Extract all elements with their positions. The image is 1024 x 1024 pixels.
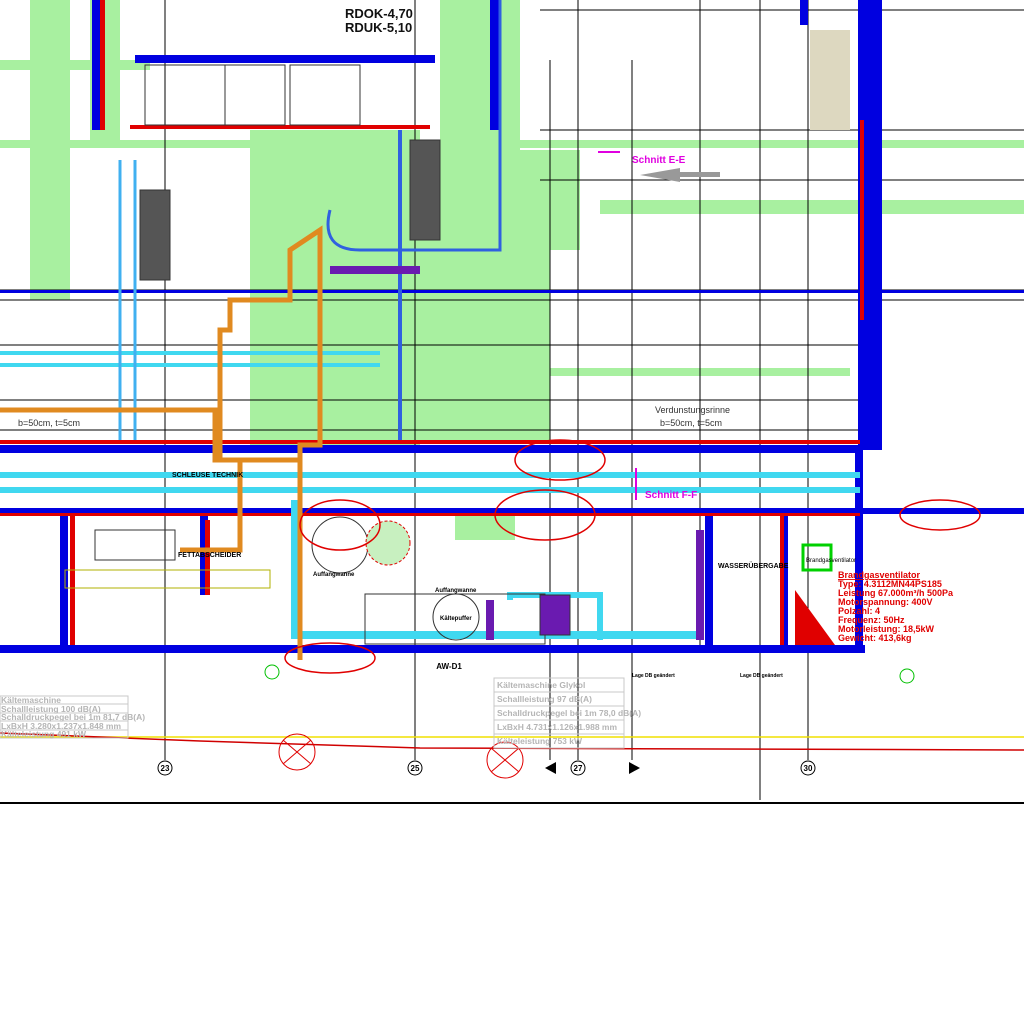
gutter-title: Verdunstungsrinne bbox=[655, 405, 730, 415]
fan-spec-line: Type: 4.3112MN44PS185 bbox=[838, 579, 942, 589]
red-boundary bbox=[0, 732, 1024, 751]
axis-bubble-30 bbox=[800, 760, 816, 776]
chiller-left-row: Schalldruckpegel bei 1m 81,7 dB(A) bbox=[1, 712, 145, 722]
note-lage2: Lage DB geändert bbox=[740, 673, 783, 679]
gutter-dims-left: b=50cm, t=5cm bbox=[18, 418, 80, 428]
pipe bbox=[0, 225, 323, 660]
gutter-dims: b=50cm, t=5cm bbox=[660, 418, 722, 428]
level-marker bbox=[899, 668, 915, 684]
walls bbox=[0, 0, 1024, 653]
chiller-table-center: Kältemaschine Glykol Schallleistung 97 d… bbox=[493, 677, 641, 749]
revision-clouds bbox=[284, 439, 981, 674]
room-fettabscheider: FETTABSCHEIDER bbox=[178, 552, 241, 559]
fan-spec-line: Leistung 67.000m³/h 500Pa bbox=[838, 588, 954, 598]
axis-bubble-25 bbox=[407, 760, 423, 776]
room-auffang1: Auffangwanne bbox=[313, 572, 355, 578]
chiller-center-row: Kältemaschine Glykol bbox=[497, 680, 585, 690]
level-rduk: RDUK-5,10 bbox=[345, 20, 412, 35]
fan-spec-title: Brandgasventilator bbox=[838, 570, 921, 580]
room-puffer: Kältepuffer bbox=[440, 616, 472, 622]
fan-spec-line: Motorleistung: 18,5kW bbox=[838, 624, 935, 634]
note-lage1: Lage DB geändert bbox=[632, 673, 675, 679]
axis-label: 27 bbox=[574, 764, 583, 773]
tree-symbols bbox=[278, 733, 524, 779]
room-schleuse: SCHLEUSE TECHNIK bbox=[172, 472, 243, 479]
chiller-center-row: Schallleistung 97 dB(A) bbox=[497, 694, 592, 704]
room-ventilator: Brandgasventilator bbox=[806, 558, 856, 564]
axis-label: 30 bbox=[804, 764, 813, 773]
chiller-center-row: Schalldruckpegel bei 1m 78,0 dB(A) bbox=[497, 708, 641, 718]
chiller-table-left: Kältemaschine Schallleistung 100 dB(A) S… bbox=[0, 695, 145, 739]
fan-spec: Brandgasventilator Type: 4.3112MN44PS185… bbox=[838, 570, 954, 643]
chiller-center-row: LxBxH 4.731x1.126x1.988 mm bbox=[497, 722, 617, 732]
equipment bbox=[64, 30, 850, 645]
axis-bubble-27 bbox=[570, 760, 586, 776]
fan-spec-line: Motorspannung: 400V bbox=[838, 597, 933, 607]
ducts bbox=[0, 0, 860, 640]
chiller-left-row: Kälteleistung 491 kW bbox=[1, 729, 87, 739]
axis-label: 25 bbox=[411, 764, 420, 773]
axis-bubbles bbox=[157, 760, 816, 776]
chiller-left-row: Kältemaschine bbox=[1, 695, 61, 705]
red-walls bbox=[0, 0, 864, 645]
chiller-left-row: LxBxH 3.280x1.237x1.848 mm bbox=[1, 721, 121, 731]
wall-tag: AW-D1 bbox=[436, 662, 462, 671]
room-auffang2: Auffangwanne bbox=[435, 588, 477, 594]
fan-spec-line: Frequenz: 50Hz bbox=[838, 615, 905, 625]
purple-duct bbox=[330, 266, 704, 640]
section-markers bbox=[545, 151, 720, 774]
section-ee-label: Schnitt E-E bbox=[632, 155, 686, 166]
room-wasser: WASSERÜBERGABE bbox=[718, 561, 789, 570]
level-marker bbox=[264, 664, 280, 680]
axis-bubble-23 bbox=[157, 760, 173, 776]
chiller-left-row: Schallleistung 100 dB(A) bbox=[1, 704, 101, 714]
section-ff-label: Schnitt F-F bbox=[645, 490, 697, 501]
fan-spec-line: Gewicht: 413,6kg bbox=[838, 633, 912, 643]
fan-spec-line: Polzahl: 4 bbox=[838, 606, 880, 616]
level-rdok: RDOK-4,70 bbox=[345, 6, 413, 21]
axis-label: 23 bbox=[161, 764, 170, 773]
chiller-center-row: Kälteleistung 753 kW bbox=[497, 736, 583, 746]
